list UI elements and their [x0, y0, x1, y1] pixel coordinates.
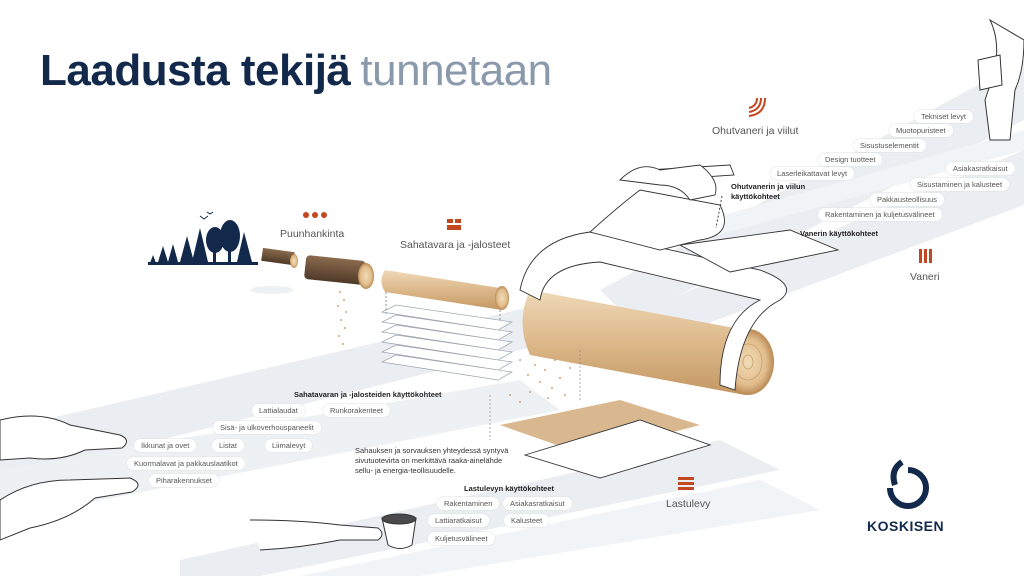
sawn-use-item: Runkorakenteet: [323, 404, 390, 417]
koskisen-logo-icon: [887, 459, 929, 509]
section-veneer-label: Ohutvaneri ja viilut: [712, 125, 799, 137]
particle-board-icon: [678, 477, 694, 490]
sawn-use-item: Kuormalavat ja pakkauslaatikot: [127, 457, 245, 470]
particle-uses-heading: Lastulevyn käyttökohteet: [464, 484, 555, 493]
byproduct-note: Sahauksen ja sorvauksen yhteydessä synty…: [355, 446, 509, 475]
section-sawn-label: Sahatavara ja -jalosteet: [400, 239, 511, 251]
plywood-use-item: Pakkausteollisuus: [870, 193, 945, 206]
forest-illustration: [148, 211, 258, 265]
section-particle-label: Lastulevy: [666, 498, 711, 510]
plywood-use-item: Rakentaminen ja kuljetusvälineet: [818, 208, 942, 221]
veneer-sheet-illustration: [519, 164, 840, 391]
sawn-uses-heading: Sahatavaran ja -jalosteiden käyttökohtee…: [294, 390, 442, 399]
plywood-layers-icon: [919, 249, 932, 263]
veneer-use-item: Muotopuristeet: [889, 124, 953, 137]
particle-board-illustration: [489, 350, 712, 479]
board-stack-illustration: [380, 304, 514, 381]
section-plywood-label: Vaneri: [910, 271, 940, 283]
hand-gloves-illustration: [0, 415, 139, 541]
sawn-use-item: Liimalevyt: [265, 439, 313, 452]
veneer-use-item: Tekniset levyt: [914, 110, 974, 123]
veneer-use-item: Design tuotteet: [818, 153, 883, 166]
veneer-use-item: Laserleikattavat levyt: [770, 167, 855, 180]
particle-use-item: Lattiaratkaisut: [428, 514, 489, 527]
particle-use-item: Rakentaminen: [437, 497, 500, 510]
particle-use-item: Kuljetusvälineet: [428, 532, 495, 545]
stacked-boards-icon: [447, 219, 461, 230]
three-dots-icon: [303, 212, 327, 218]
hand-drill-illustration: [977, 18, 1024, 141]
title-bold: Laadusta tekijä: [40, 46, 351, 95]
plywood-uses-heading: Vanerin käyttökohteet: [800, 229, 878, 238]
plywood-use-item: Sisustaminen ja kalusteet: [910, 178, 1010, 191]
particle-use-item: Kalusteet: [504, 514, 550, 527]
sawn-use-item: Piharakennukset: [149, 474, 219, 487]
plywood-use-item: Asiakasratkaisut: [946, 162, 1015, 175]
sawn-use-item: Sisä- ja ulkoverhouspaneelit: [213, 421, 321, 434]
section-harvesting-label: Puunhankinta: [280, 228, 345, 240]
particle-use-item: Asiakasratkaisut: [503, 497, 572, 510]
sawn-use-item: Ikkunat ja ovet: [134, 439, 197, 452]
small-log-illustration: [250, 247, 298, 294]
hand-cup-illustration: [249, 513, 417, 551]
koskisen-logo-text: KOSKISEN: [867, 518, 945, 534]
title-light: tunnetaan: [360, 46, 552, 95]
veneer-use-item: Sisustuselementit: [853, 139, 926, 152]
veneer-waves-icon: [748, 97, 766, 117]
veneer-uses-heading: Ohutvanerin ja viilun käyttökohteet: [731, 182, 806, 201]
sawn-use-item: Listat: [212, 439, 244, 452]
sawn-use-item: Lattialaudat: [252, 404, 305, 417]
medium-log-illustration: [304, 255, 374, 345]
